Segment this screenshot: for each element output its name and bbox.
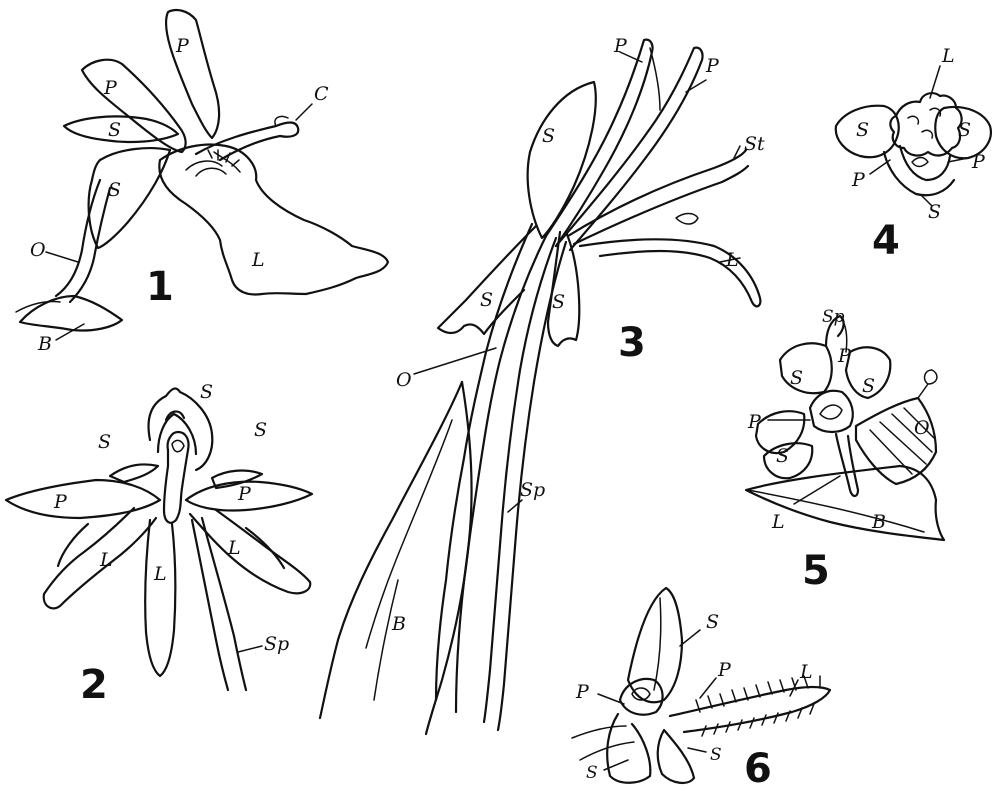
fig3-label-p-left: P [613, 35, 628, 57]
figure-1-number: 1 [146, 264, 174, 310]
fig4-label-p-left: P [851, 169, 866, 191]
fig4-label-s-bottom: S [928, 201, 941, 223]
fig4-label-p-right: P [971, 151, 986, 173]
fig3-label-p-right: P [705, 55, 720, 77]
figure-5-labels: Sp P S S P S O L B 5 [747, 307, 930, 594]
figure-3-drawing [320, 40, 760, 734]
fig3-label-s-right: S [552, 291, 565, 313]
fig1-label-b: B [37, 333, 52, 355]
fig1-label-s-upper: S [108, 119, 121, 141]
fig6-label-s-bottom-left: S [586, 763, 598, 783]
figure-3-number: 3 [618, 320, 646, 366]
fig1-label-o: O [30, 239, 46, 261]
fig2-label-l-right: L [227, 537, 241, 559]
fig2-label-s-right: S [254, 419, 267, 441]
figure-6-number: 6 [744, 746, 772, 791]
fig3-label-s-left: S [480, 289, 493, 311]
fig2-label-l-left: L [99, 549, 113, 571]
fig6-label-s-top: S [706, 611, 719, 633]
fig2-label-p-right: P [237, 483, 252, 505]
fig3-label-l: L [725, 249, 739, 271]
fig1-label-l: L [251, 249, 265, 271]
fig5-label-l: L [771, 511, 785, 533]
fig6-label-l: L [799, 661, 813, 683]
fig2-label-s-left: S [98, 431, 111, 453]
fig4-label-l: L [941, 45, 955, 67]
fig2-label-l-middle: L [153, 563, 167, 585]
fig4-label-s-right: S [958, 119, 971, 141]
fig5-label-s-left: S [790, 367, 803, 389]
figure-6-labels: S P P L S S 6 [575, 611, 813, 791]
fig5-label-s-bottom: S [776, 445, 789, 467]
fig3-label-o: O [396, 369, 412, 391]
fig2-label-sp: Sp [264, 633, 289, 655]
figure-4-number: 4 [872, 218, 900, 264]
fig1-label-c: C [314, 83, 329, 105]
figure-1-drawing [16, 10, 388, 340]
fig3-label-s-dorsal: S [542, 125, 555, 147]
fig2-label-s-top: S [200, 381, 213, 403]
fig6-label-p-right: P [717, 659, 732, 681]
fig6-label-s-bottom-right: S [710, 745, 722, 765]
fig3-label-sp: Sp [520, 479, 545, 501]
fig5-label-p-left: P [747, 411, 762, 433]
fig6-label-p-left: P [575, 681, 590, 703]
figure-2-labels: S S S P P L L L Sp 2 [53, 381, 289, 708]
fig1-label-p-left: P [103, 77, 118, 99]
figure-2-number: 2 [80, 662, 108, 708]
fig5-label-o: O [914, 417, 930, 439]
fig5-label-p-top: P [837, 345, 852, 367]
fig2-label-p-left: P [53, 491, 68, 513]
figure-5-number: 5 [802, 548, 830, 594]
fig1-label-p-upper: P [175, 35, 190, 57]
fig3-label-b: B [391, 613, 406, 635]
fig5-label-s-right: S [862, 375, 875, 397]
fig3-label-st: St [744, 133, 765, 155]
figure-1-labels: P P C S S O L B 1 [30, 35, 329, 355]
fig5-label-b: B [871, 511, 886, 533]
fig4-label-s-left: S [856, 119, 869, 141]
fig5-label-sp: Sp [822, 307, 845, 327]
figure-6-drawing [572, 588, 830, 783]
fig1-label-s-lower: S [108, 179, 121, 201]
